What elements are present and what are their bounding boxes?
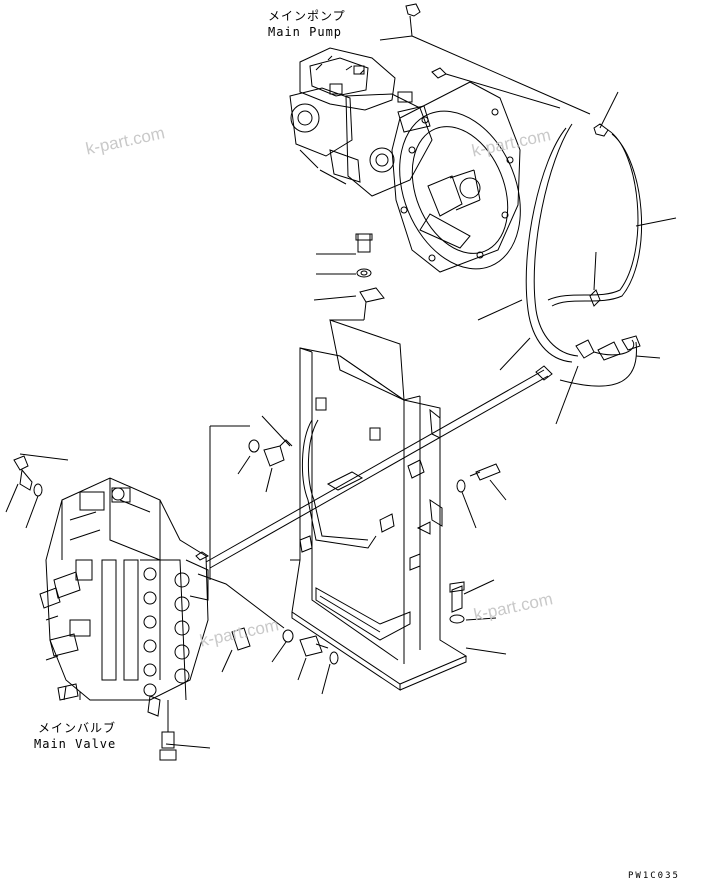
main-valve-label-jp: メインバルブ [38,721,117,735]
drawing-code: PW1C035 [628,871,680,881]
mounting-bracket [290,319,468,691]
hose-lines [195,123,643,629]
main-valve-label: Main Valve [34,737,117,751]
clamp-bolt-set [330,233,385,321]
center-fittings [231,439,339,665]
right-bolts [449,463,501,624]
leader-lines [5,91,677,749]
pump-top-fitting [379,3,591,115]
main-pump-assembly [289,47,521,273]
main-valve-assembly [39,477,209,761]
main-pump-label-jp: メインポンプ [268,9,346,23]
left-fittings [13,455,43,497]
main-pump-label: Main Pump [268,25,343,39]
